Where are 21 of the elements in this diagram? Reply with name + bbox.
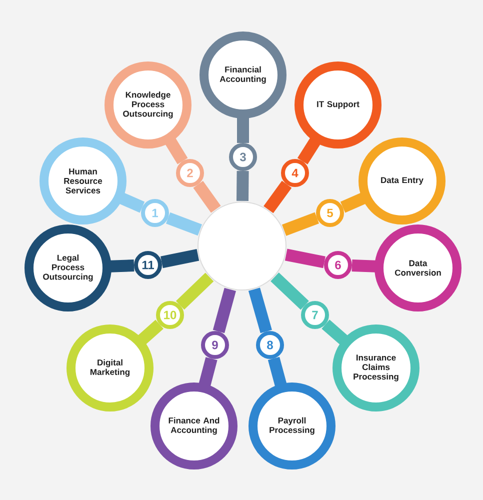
connector-stem [322,320,348,346]
connector-stem [166,212,202,236]
connector-stem [284,248,326,268]
connector-stem [352,260,376,272]
connector-stem [118,192,145,213]
connector-stem [212,288,236,334]
connector-stem [193,180,221,213]
connector-stem [248,288,272,334]
connector-stem [297,137,321,164]
hub-circle [198,202,286,290]
connector-stem [138,320,164,345]
connector-stem [264,180,292,214]
connector-stem [110,260,134,272]
connector-stem [268,356,287,388]
connector-stem [236,170,249,202]
connector-stem [164,138,188,164]
connector-stem [160,249,200,268]
connector-stem [176,272,214,310]
connector-stem [340,192,366,213]
connector-stem [282,212,320,236]
connector-stem [270,272,309,310]
